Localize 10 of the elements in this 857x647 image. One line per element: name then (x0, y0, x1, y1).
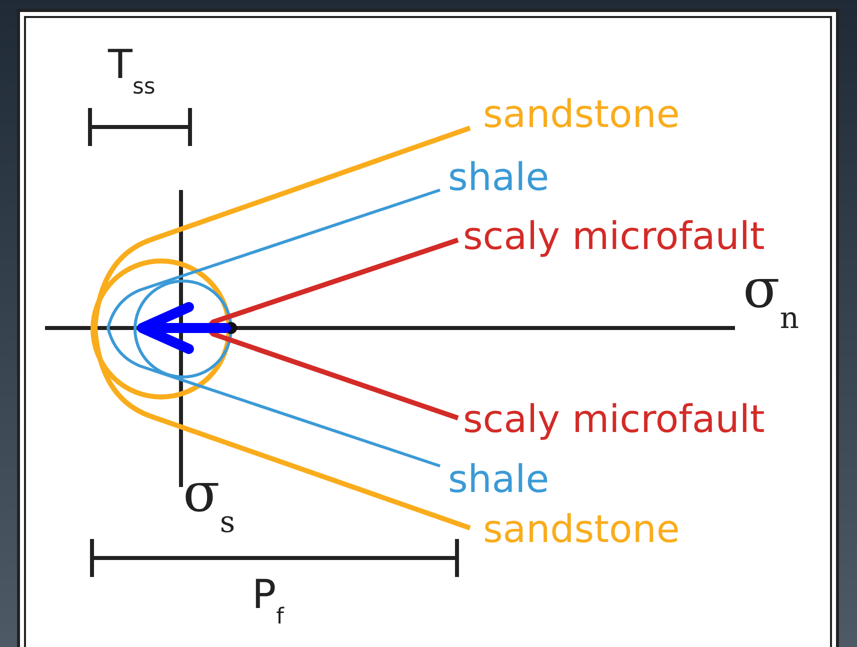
axis-label: T$_{ss}$ (108, 45, 156, 98)
axis-label: σ$_{s}$ (183, 466, 236, 538)
envelope-label: shale (448, 158, 550, 196)
axis-label: σ$_{n}$ (743, 262, 799, 334)
envelope-label: sandstone (483, 95, 680, 133)
envelope-label: scaly microfault (463, 217, 765, 255)
envelope-label: sandstone (483, 510, 680, 548)
envelope-label: scaly microfault (463, 400, 765, 438)
envelope-label: shale (448, 460, 550, 498)
dimension-label: P$_{f}$ (252, 575, 284, 628)
